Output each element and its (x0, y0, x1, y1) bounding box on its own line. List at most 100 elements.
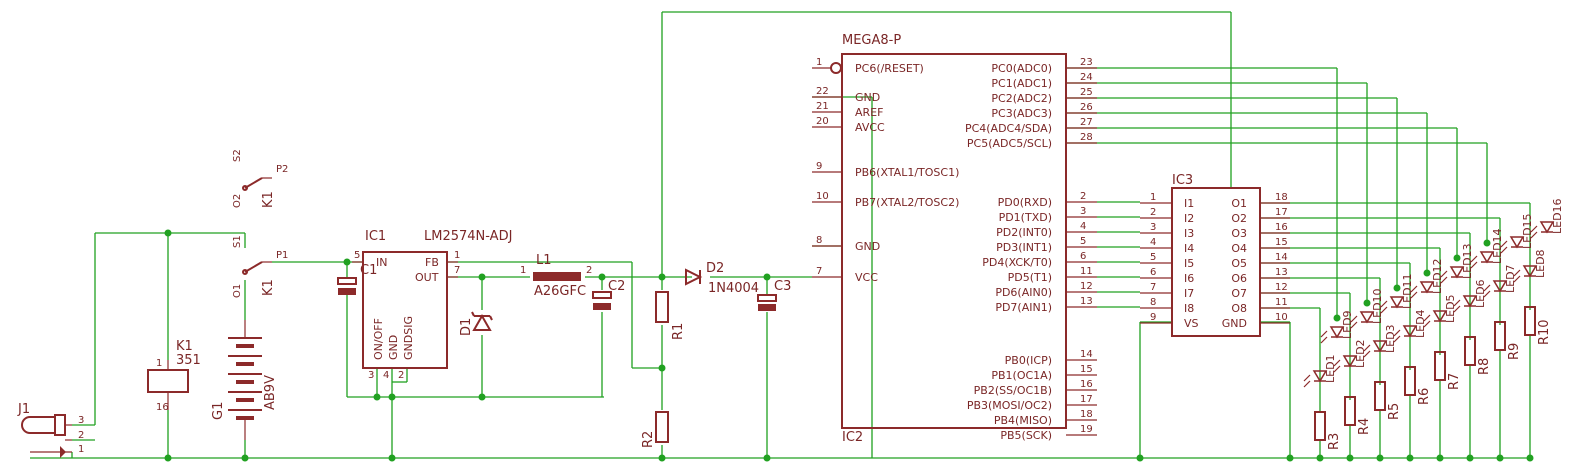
junction-dots (164, 229, 1534, 462)
ic3-right-pin-label: O1 (1231, 197, 1247, 210)
ic2-left-pin-label: AREF (855, 106, 883, 119)
ic3-right-pin-label: O6 (1231, 272, 1247, 285)
ic1-num-onoff: 3 (368, 370, 374, 381)
led-led6: LED6 (1453, 279, 1487, 313)
ic2-right-pin-number: 6 (1080, 251, 1086, 262)
led-label: LED9 (1341, 310, 1354, 339)
ic2-left-pin-number: 9 (816, 161, 822, 172)
ic2-left-pin-number: 7 (816, 266, 822, 277)
ic1-pin-in: IN (376, 256, 387, 269)
ic2-right-pin-number: 4 (1080, 221, 1086, 232)
ic2-right-pin-number: 26 (1080, 102, 1093, 113)
d1-label: D1 (459, 318, 474, 336)
ic2-right-pin-label: PC0(ADC0) (991, 62, 1052, 75)
capacitor-c2: C2 (592, 279, 625, 310)
ic3-left-pin-label: I3 (1184, 227, 1194, 240)
regulator-ic1: IC1 LM2574N-ADJ IN FB OUT ON/OFF GND GND… (352, 229, 512, 381)
ic1-pin-out: OUT (415, 271, 439, 284)
ic3-left-pin-number: 2 (1150, 207, 1156, 218)
resistor-label: R8 (1477, 358, 1492, 375)
resistor-r3: R3 (1314, 411, 1342, 450)
ic2-right-pin-label: PC5(ADC5/SCL) (967, 137, 1052, 150)
ic3-right-pin-number: 12 (1275, 282, 1288, 293)
ic2-right-pin-number: 12 (1080, 281, 1093, 292)
ic2-left-pin-number: 10 (816, 191, 829, 202)
ic1-pin-gnd: GND (387, 335, 400, 360)
led-led15: LED15 (1500, 213, 1534, 254)
led-label: LED7 (1504, 264, 1517, 293)
ic3-left-pin-number: 4 (1150, 237, 1156, 248)
ic2-left-pin-label: GND (855, 91, 880, 104)
battery-name: G1 (211, 402, 226, 420)
ic2-right-pin-number: 19 (1080, 424, 1093, 435)
ic2-left-pin-label: PB7(XTAL2/TOSC2) (855, 196, 959, 209)
led-led2: LED2 (1333, 339, 1367, 373)
ic1-num-in: 5 (354, 250, 360, 261)
led-label: LED11 (1401, 273, 1414, 309)
ic3-right-pin-number: 11 (1275, 297, 1288, 308)
led-led8: LED8 (1513, 249, 1547, 283)
ic2-right-pin-number: 17 (1080, 394, 1093, 405)
ic2-right-pin-number: 18 (1080, 409, 1093, 420)
resistor-r8: R8 (1464, 336, 1492, 375)
ic3-left-pin-label: I6 (1184, 272, 1194, 285)
capacitor-c3: C3 (757, 279, 791, 311)
battery-value: AB9V (263, 375, 278, 410)
ic2-left-pin-number: 1 (816, 57, 822, 68)
led-label: LED1 (1324, 354, 1337, 383)
resistor-r9: R9 (1494, 321, 1522, 360)
ic3-right-pin-number: 16 (1275, 222, 1288, 233)
ic2-right-pin-label: PD0(RXD) (998, 196, 1052, 209)
ic2-right-pin-number: 28 (1080, 132, 1093, 143)
ic2-right-pin-number: 25 (1080, 87, 1093, 98)
ic2-left-pin-number: 8 (816, 235, 822, 246)
resistor-label: R5 (1387, 403, 1402, 420)
ic3-left-pin-number: 5 (1150, 252, 1156, 263)
led-array: R3LED1LED9R4LED2LED10R5LED3LED11R6LED4LE… (1303, 198, 1564, 450)
ic2-right-pin-number: 14 (1080, 349, 1093, 360)
ic2-right-pin-label: PD1(TXD) (999, 211, 1052, 224)
ic2-right-pin-number: 15 (1080, 364, 1093, 375)
ic3-left-pin-number: 3 (1150, 222, 1156, 233)
led-led4: LED4 (1393, 309, 1427, 343)
l1-value: A26GFC (534, 284, 586, 299)
ic3-right-pin-label: O8 (1231, 302, 1247, 315)
ic2-right-pin-label: PB2(SS/OC1B) (974, 384, 1052, 397)
led-label: LED14 (1491, 228, 1504, 264)
led-led9: LED9 (1320, 310, 1354, 344)
led-label: LED16 (1551, 198, 1564, 234)
c2-label: C2 (608, 279, 625, 294)
ic3-left-pin-label: I8 (1184, 302, 1194, 315)
resistor-r6: R6 (1404, 366, 1432, 405)
ic3-left-pin-label: I5 (1184, 257, 1194, 270)
ic3-right-pin-label: O7 (1231, 287, 1247, 300)
resistor-label: R4 (1357, 418, 1372, 435)
ic2-right-pin-number: 3 (1080, 206, 1086, 217)
diode-d1: D1 (459, 311, 493, 336)
ic1-num-fb: 1 (454, 250, 460, 261)
ic1-pin-onoff: ON/OFF (372, 318, 385, 360)
led-led12: LED12 (1410, 258, 1444, 299)
ic2-value: MEGA8-P (842, 33, 901, 48)
led-label: LED5 (1444, 294, 1457, 323)
ic3-left-pin-number: 7 (1150, 282, 1156, 293)
led-led11: LED11 (1380, 273, 1414, 314)
ic3-left-pin-number: 1 (1150, 192, 1156, 203)
k1-switch1-label: K1 (261, 279, 276, 296)
ic2-right-pin-label: PC2(ADC2) (991, 92, 1052, 105)
j1-pin-2: 2 (78, 430, 84, 441)
l1-pin-1: 1 (520, 265, 526, 276)
ic1-pin-gndsig: GNDSIG (402, 316, 415, 360)
c1-label: C1 (360, 263, 377, 278)
resistor-r7: R7 (1434, 351, 1462, 390)
relay-k1-coil: K1 351 1 16 (147, 339, 201, 413)
resistor-r4: R4 (1344, 396, 1372, 435)
ic2-right-pin-label: PD5(T1) (1008, 271, 1052, 284)
connector-j1: J1 3 2 1 (17, 402, 84, 458)
relay-k1-pin-16: 16 (156, 402, 169, 413)
led-led7: LED7 (1483, 264, 1517, 298)
ic2-right-pin-label: PC4(ADC4/SDA) (965, 122, 1052, 135)
ic2-right-pin-label: PC1(ADC1) (991, 77, 1052, 90)
ic2-right-pin-label: PB4(MISO) (994, 414, 1052, 427)
